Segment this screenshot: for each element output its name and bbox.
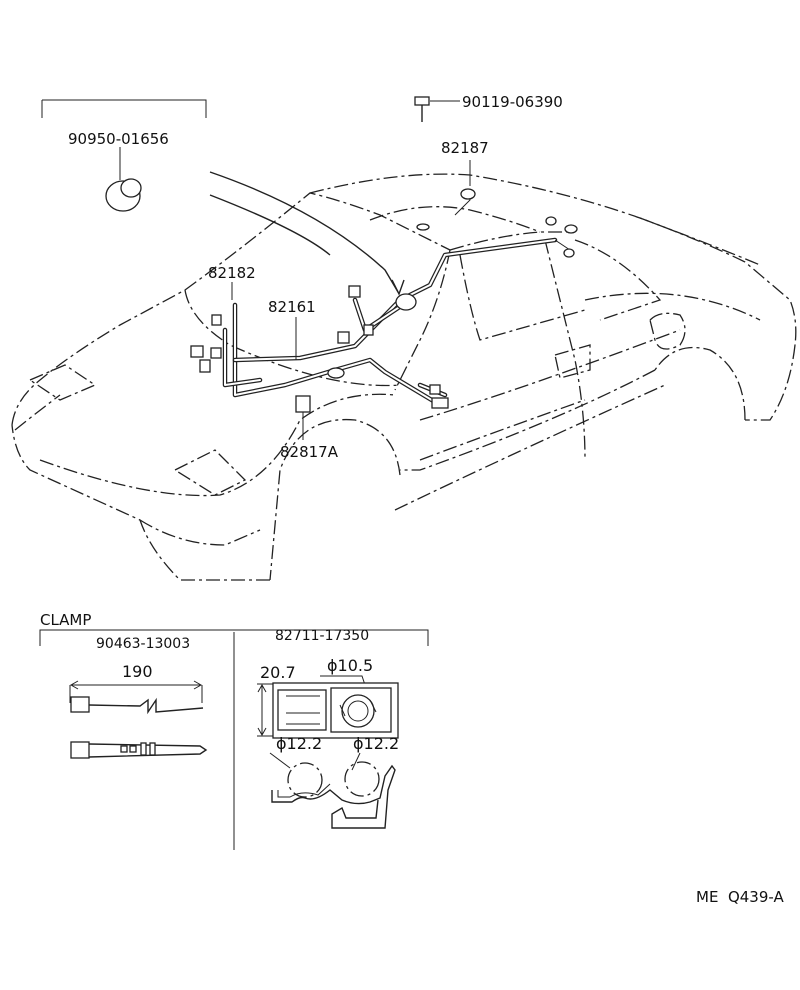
bundle-right-dim: ϕ12.2 bbox=[353, 734, 399, 753]
clip-82187-shape bbox=[460, 188, 476, 200]
nose-line bbox=[14, 394, 61, 431]
b-pillar-line bbox=[544, 239, 586, 461]
bolt-location bbox=[416, 223, 430, 231]
tie-band-strap-top bbox=[88, 743, 208, 758]
rear-wheel-arch bbox=[654, 346, 746, 421]
tie-band-length: 190 bbox=[122, 662, 153, 681]
roof-line bbox=[309, 173, 761, 266]
connector-8 bbox=[327, 367, 345, 379]
clamp-profile bbox=[271, 764, 396, 829]
side-sill-line bbox=[400, 369, 656, 471]
label-90950-01656: 90950-01656 bbox=[68, 130, 169, 148]
bundle-left bbox=[287, 762, 323, 798]
routing-guide-lower bbox=[209, 194, 331, 256]
connector-7 bbox=[363, 324, 374, 336]
bundle-right bbox=[344, 761, 380, 797]
grommet-top bbox=[120, 178, 142, 198]
tie-band-dim-ext bbox=[69, 685, 203, 703]
tie-band-strap-side bbox=[88, 697, 204, 715]
connector-10 bbox=[429, 384, 441, 395]
connector-13 bbox=[545, 216, 557, 226]
roof-side-line bbox=[449, 231, 575, 251]
clamp-body-left bbox=[277, 689, 327, 731]
harness-clamp-part-number: 82711-17350 bbox=[275, 628, 369, 644]
clamp-section: CLAMP 90463-13003 190 82711-17350 20.7 ϕ… bbox=[39, 611, 429, 850]
door-belt-line bbox=[419, 399, 586, 461]
tie-band-part-number: 90463-13003 bbox=[96, 636, 190, 652]
bundle-left-leader bbox=[269, 752, 291, 769]
front-wheel-arch bbox=[269, 418, 401, 581]
clamp-height-arrows bbox=[257, 683, 267, 737]
connector-9 bbox=[431, 397, 449, 409]
bolt-90119 bbox=[414, 96, 460, 122]
figure-code: ME Q439-A bbox=[696, 888, 784, 906]
lower-grille-line bbox=[139, 519, 261, 546]
bundle-right-leader bbox=[351, 752, 361, 771]
front-bumper-line bbox=[11, 424, 270, 581]
tie-band-head-side bbox=[70, 696, 90, 713]
grommet-90950 bbox=[41, 99, 207, 212]
connector-12 bbox=[563, 248, 575, 258]
connectors bbox=[190, 188, 578, 413]
connector-5 bbox=[348, 285, 361, 298]
hood-edge-line bbox=[39, 393, 396, 497]
a-pillar-line bbox=[394, 249, 451, 391]
label-82817a-shape bbox=[295, 395, 311, 413]
connector-11 bbox=[564, 224, 578, 234]
label-82182: 82182 bbox=[208, 264, 256, 282]
clamp-height-dim: 20.7 bbox=[260, 663, 296, 682]
connector-2 bbox=[199, 359, 211, 373]
label-90119-06390: 90119-06390 bbox=[462, 93, 563, 111]
harness-main-run bbox=[232, 302, 443, 408]
connector-3 bbox=[210, 347, 222, 359]
headlamp-left bbox=[28, 364, 97, 401]
clamp-title: CLAMP bbox=[40, 611, 91, 629]
label-82817a: 82817A bbox=[280, 443, 339, 461]
car-body-outline bbox=[11, 173, 797, 581]
bundle-left-dim: ϕ12.2 bbox=[276, 734, 322, 753]
rear-beltline bbox=[584, 292, 761, 321]
bolt-head bbox=[414, 96, 430, 106]
clamp-bracket bbox=[39, 629, 429, 646]
harness-grommet bbox=[395, 293, 417, 311]
door-handle bbox=[554, 344, 591, 379]
clamp-hole bbox=[341, 694, 375, 728]
rear-quarter-line bbox=[745, 344, 796, 421]
character-line bbox=[419, 329, 681, 421]
hood-front-line bbox=[11, 289, 186, 426]
connector-1 bbox=[190, 345, 204, 358]
tie-band-dim-arrows bbox=[69, 680, 203, 690]
label-82161: 82161 bbox=[268, 298, 316, 316]
routing-arrow-head bbox=[391, 279, 405, 296]
connector-6 bbox=[337, 331, 350, 344]
clamp-hole-dim: ϕ10.5 bbox=[327, 656, 373, 675]
rear-side-window bbox=[574, 239, 662, 321]
label-82187: 82187 bbox=[441, 139, 489, 157]
sunroof-front bbox=[369, 206, 541, 233]
rear-deck-line bbox=[639, 217, 797, 346]
grommet-bracket bbox=[41, 99, 207, 118]
tie-band-head-top bbox=[70, 741, 90, 759]
cowl-line bbox=[184, 289, 401, 387]
lower-sill-line bbox=[394, 384, 666, 511]
connector-4 bbox=[211, 314, 222, 326]
routing-guide-upper bbox=[209, 171, 399, 293]
door-window-line bbox=[459, 254, 586, 341]
windshield-top bbox=[184, 192, 451, 291]
fuel-lid bbox=[649, 312, 686, 350]
headlamp-right bbox=[173, 449, 247, 496]
